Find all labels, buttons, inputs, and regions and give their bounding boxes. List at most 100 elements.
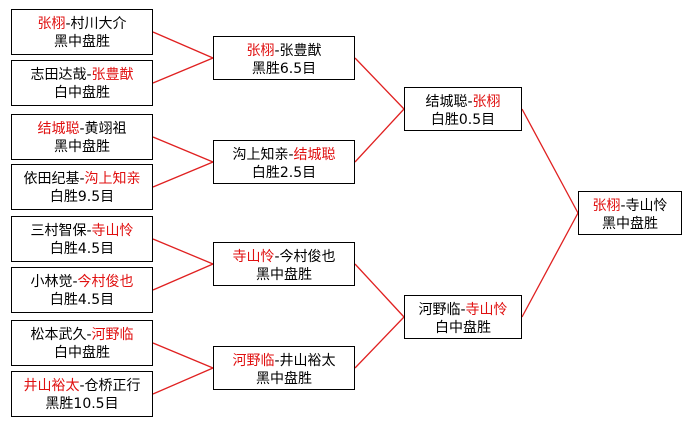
connector-line bbox=[152, 57, 214, 84]
match-players: 沟上知亲-结城聪 bbox=[214, 146, 354, 164]
match-result: 黑中盘胜 bbox=[54, 34, 110, 50]
loser-name: 三村智保 bbox=[30, 223, 87, 239]
match-players: 井山裕太-仓桥正行 bbox=[12, 377, 152, 395]
loser-name: 小林觉 bbox=[30, 274, 73, 290]
separator: - bbox=[65, 16, 71, 32]
connector-line bbox=[152, 367, 214, 395]
connector-line bbox=[521, 108, 579, 214]
separator: - bbox=[79, 121, 85, 137]
match-box-round2: 寺山怜-今村俊也 黑中盘胜 bbox=[213, 242, 355, 286]
match-players: 河野临-井山裕太 bbox=[214, 352, 354, 370]
separator: - bbox=[467, 94, 473, 110]
separator: - bbox=[460, 302, 466, 318]
connector-line bbox=[521, 212, 579, 318]
connector-line bbox=[354, 108, 405, 163]
winner-name: 沟上知亲 bbox=[84, 171, 141, 187]
match-box-round1: 志田达哉-张豊猷 白中盘胜 bbox=[11, 60, 153, 106]
match-result: 白中盘胜 bbox=[54, 85, 110, 101]
loser-name: 沟上知亲 bbox=[232, 147, 289, 163]
separator: - bbox=[288, 147, 294, 163]
match-result: 黑中盘胜 bbox=[54, 139, 110, 155]
winner-name: 张栩 bbox=[592, 198, 621, 214]
loser-name: 依田纪基 bbox=[23, 171, 80, 187]
match-players: 寺山怜-今村俊也 bbox=[214, 248, 354, 266]
match-result: 黑中盘胜 bbox=[602, 216, 658, 232]
match-box-round1: 依田纪基-沟上知亲 白胜9.5目 bbox=[11, 164, 153, 210]
winner-name: 张栩 bbox=[246, 43, 275, 59]
loser-name: 黄翊祖 bbox=[84, 121, 127, 137]
connector-line bbox=[152, 31, 214, 59]
loser-name: 今村俊也 bbox=[279, 249, 336, 265]
winner-name: 寺山怜 bbox=[91, 223, 134, 239]
connector-line bbox=[152, 136, 214, 163]
match-result: 白胜0.5目 bbox=[430, 112, 496, 128]
match-box-round2: 河野临-井山裕太 黑中盘胜 bbox=[213, 346, 355, 390]
match-result: 白中盘胜 bbox=[54, 345, 110, 361]
separator: - bbox=[620, 198, 626, 214]
match-players: 志田达哉-张豊猷 bbox=[12, 66, 152, 84]
loser-name: 结城聪 bbox=[425, 94, 468, 110]
match-players: 依田纪基-沟上知亲 bbox=[12, 170, 152, 188]
match-result: 黑中盘胜 bbox=[256, 371, 312, 387]
match-players: 张栩-村川大介 bbox=[12, 15, 152, 33]
winner-name: 寺山怜 bbox=[232, 249, 275, 265]
match-box-round1: 结城聪-黄翊祖 黑中盘胜 bbox=[11, 114, 153, 160]
match-box-semifinal: 河野临-寺山怜 白中盘胜 bbox=[404, 295, 522, 339]
match-box-semifinal: 结城聪-张栩 白胜0.5目 bbox=[404, 87, 522, 131]
loser-name: 寺山怜 bbox=[625, 198, 668, 214]
separator: - bbox=[274, 249, 280, 265]
match-box-round1: 小林觉-今村俊也 白胜4.5目 bbox=[11, 267, 153, 313]
connector-line bbox=[354, 316, 405, 369]
winner-name: 张豊猷 bbox=[91, 67, 134, 83]
winner-name: 今村俊也 bbox=[77, 274, 134, 290]
match-players: 张栩-寺山怜 bbox=[579, 197, 681, 215]
connector-line bbox=[354, 57, 405, 110]
separator: - bbox=[79, 378, 85, 394]
winner-name: 寺山怜 bbox=[465, 302, 508, 318]
connector-line bbox=[354, 263, 405, 318]
winner-name: 河野临 bbox=[91, 327, 134, 343]
match-result: 白胜4.5目 bbox=[49, 292, 115, 308]
loser-name: 张豊猷 bbox=[279, 43, 322, 59]
match-players: 结城聪-张栩 bbox=[405, 93, 521, 111]
loser-name: 仓桥正行 bbox=[84, 378, 141, 394]
connector-line bbox=[152, 342, 214, 369]
separator: - bbox=[274, 353, 280, 369]
match-result: 白胜4.5目 bbox=[49, 241, 115, 257]
separator: - bbox=[86, 327, 92, 343]
separator: - bbox=[86, 67, 92, 83]
match-players: 河野临-寺山怜 bbox=[405, 301, 521, 319]
match-players: 小林觉-今村俊也 bbox=[12, 273, 152, 291]
loser-name: 村川大介 bbox=[70, 16, 127, 32]
connector-line bbox=[152, 161, 214, 188]
loser-name: 河野临 bbox=[418, 302, 461, 318]
match-players: 张栩-张豊猷 bbox=[214, 42, 354, 60]
separator: - bbox=[274, 43, 280, 59]
separator: - bbox=[79, 171, 85, 187]
match-box-round1: 张栩-村川大介 黑中盘胜 bbox=[11, 9, 153, 55]
match-box-round1: 井山裕太-仓桥正行 黑胜10.5目 bbox=[11, 371, 153, 417]
match-result: 白中盘胜 bbox=[435, 320, 491, 336]
loser-name: 松本武久 bbox=[30, 327, 87, 343]
match-box-round1: 三村智保-寺山怜 白胜4.5目 bbox=[11, 216, 153, 262]
match-box-final: 张栩-寺山怜 黑中盘胜 bbox=[578, 191, 682, 235]
winner-name: 结城聪 bbox=[293, 147, 336, 163]
match-box-round1: 松本武久-河野临 白中盘胜 bbox=[11, 320, 153, 366]
match-players: 三村智保-寺山怜 bbox=[12, 222, 152, 240]
winner-name: 结城聪 bbox=[37, 121, 80, 137]
match-result: 黑中盘胜 bbox=[256, 267, 312, 283]
separator: - bbox=[72, 274, 78, 290]
connector-line bbox=[152, 238, 214, 265]
match-players: 松本武久-河野临 bbox=[12, 326, 152, 344]
connector-line bbox=[152, 263, 214, 291]
match-result: 黑胜6.5目 bbox=[251, 61, 317, 77]
winner-name: 河野临 bbox=[232, 353, 275, 369]
loser-name: 井山裕太 bbox=[279, 353, 336, 369]
match-box-round2: 沟上知亲-结城聪 白胜2.5目 bbox=[213, 140, 355, 184]
match-box-round2: 张栩-张豊猷 黑胜6.5目 bbox=[213, 36, 355, 80]
winner-name: 井山裕太 bbox=[23, 378, 80, 394]
match-result: 白胜2.5目 bbox=[251, 165, 317, 181]
separator: - bbox=[86, 223, 92, 239]
match-players: 结城聪-黄翊祖 bbox=[12, 120, 152, 138]
